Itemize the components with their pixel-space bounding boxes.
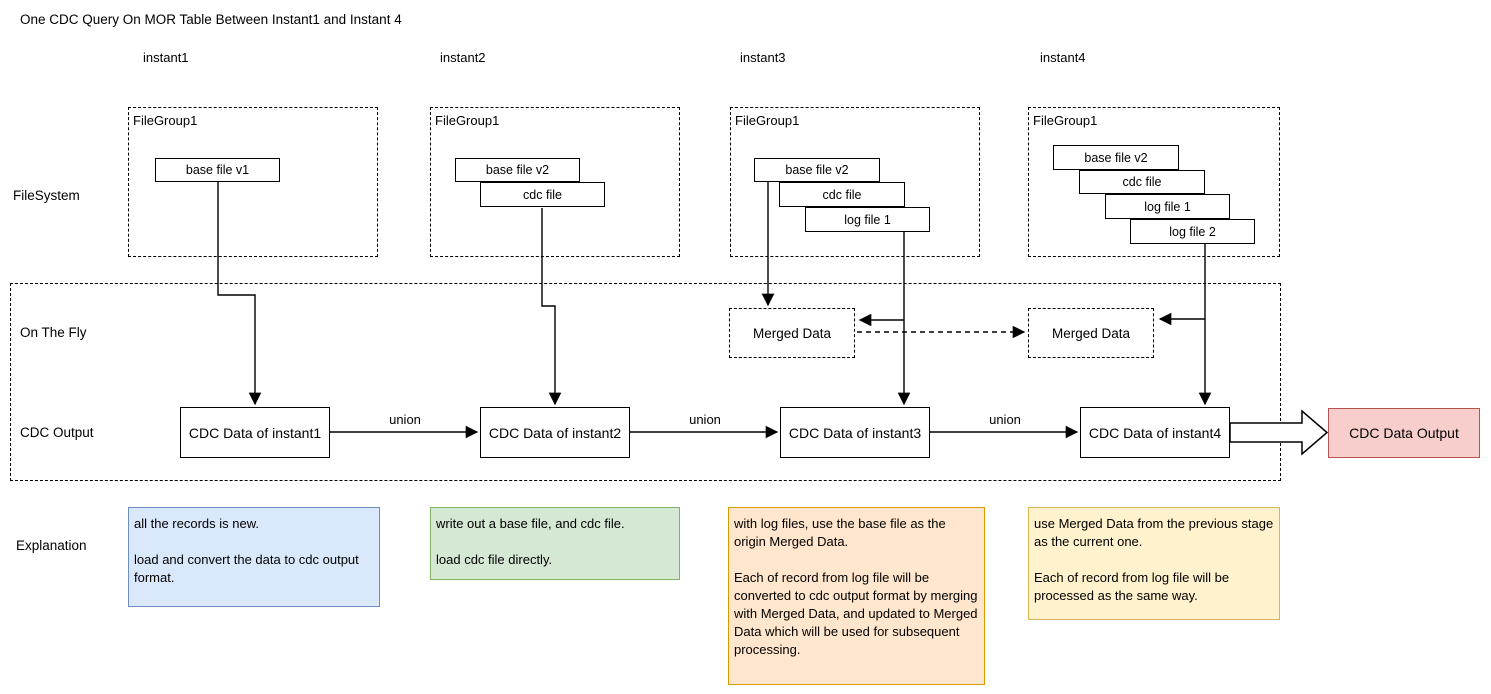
file-box-base-v2: base file v2: [1053, 145, 1179, 170]
cdc-data-box-instant2: CDC Data of instant2: [480, 407, 630, 458]
filegroup-box-instant3: FileGroup1: [730, 107, 980, 257]
cdc-data-output-box: CDC Data Output: [1328, 408, 1480, 458]
file-box-log-file-1: log file 1: [805, 207, 930, 232]
instant2-label: instant2: [440, 50, 486, 65]
filegroup-label: FileGroup1: [435, 113, 500, 128]
union-label-2: union: [689, 412, 721, 427]
diagram-title: One CDC Query On MOR Table Between Insta…: [20, 12, 402, 27]
cdc-data-box-instant3: CDC Data of instant3: [780, 407, 930, 458]
file-box-cdc-file: cdc file: [480, 182, 605, 207]
row-label-explanation: Explanation: [16, 538, 87, 553]
row-label-filesystem: FileSystem: [13, 188, 80, 203]
row-label-on-the-fly: On The Fly: [20, 325, 87, 340]
explanation-box-instant2: write out a base file, and cdc file. loa…: [430, 507, 680, 580]
filegroup-label: FileGroup1: [1033, 113, 1098, 128]
filegroup-box-instant1: FileGroup1: [128, 107, 378, 257]
file-box-base-v1: base file v1: [155, 158, 280, 182]
file-box-log-file-2: log file 2: [1130, 219, 1255, 244]
file-box-cdc-file: cdc file: [1079, 170, 1205, 194]
file-box-log-file-1: log file 1: [1105, 194, 1230, 219]
instant1-label: instant1: [143, 50, 189, 65]
instant4-label: instant4: [1040, 50, 1086, 65]
file-box-cdc-file: cdc file: [779, 182, 905, 207]
file-box-base-v2: base file v2: [455, 158, 580, 182]
row-label-cdc-output: CDC Output: [20, 425, 94, 440]
processing-region-box: [10, 283, 1281, 481]
union-label-3: union: [989, 412, 1021, 427]
cdc-data-box-instant1: CDC Data of instant1: [180, 407, 330, 458]
filegroup-box-instant4: FileGroup1: [1028, 107, 1280, 257]
file-box-base-v2: base file v2: [754, 158, 880, 182]
explanation-box-instant3: with log files, use the base file as the…: [728, 507, 985, 685]
explanation-box-instant4: use Merged Data from the previous stage …: [1028, 507, 1280, 620]
filegroup-label: FileGroup1: [735, 113, 800, 128]
merged-data-box-instant3: Merged Data: [729, 308, 855, 358]
filegroup-label: FileGroup1: [133, 113, 198, 128]
explanation-box-instant1: all the records is new. load and convert…: [128, 507, 380, 607]
merged-data-box-instant4: Merged Data: [1028, 308, 1154, 358]
union-label-1: union: [389, 412, 421, 427]
instant3-label: instant3: [740, 50, 786, 65]
cdc-data-box-instant4: CDC Data of instant4: [1080, 407, 1230, 458]
